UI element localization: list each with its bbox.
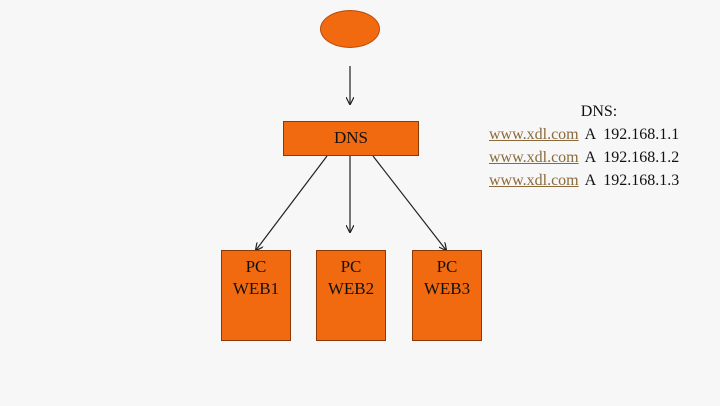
dns-server-box: DNS xyxy=(283,121,419,156)
arrow-dns-to-web1 xyxy=(256,155,328,250)
record-type: A xyxy=(584,172,597,189)
web-server-3-line1: PC xyxy=(436,257,458,276)
web-server-2-line2: WEB2 xyxy=(327,279,375,298)
arrow-dns-to-web3 xyxy=(372,155,446,250)
client-node xyxy=(320,10,380,48)
record-ip: 192.168.1.3 xyxy=(603,172,680,189)
record-type: A xyxy=(584,149,597,166)
record-domain-link[interactable]: www.xdl.com xyxy=(489,126,579,143)
dns-records-title: DNS: xyxy=(580,103,618,120)
web-server-1-line1: PC xyxy=(245,257,267,276)
record-type: A xyxy=(584,126,597,143)
record-ip: 192.168.1.2 xyxy=(603,149,680,166)
web-server-box-2: PC WEB2 xyxy=(316,250,386,341)
web-server-1-line2: WEB1 xyxy=(232,279,280,298)
dns-record-row: www.xdl.com A 192.168.1.3 xyxy=(489,169,720,192)
dns-record-row: www.xdl.com A 192.168.1.2 xyxy=(489,146,720,169)
record-domain-link[interactable]: www.xdl.com xyxy=(489,172,579,189)
dns-server-label: DNS xyxy=(333,128,368,147)
web-server-box-1: PC WEB1 xyxy=(221,250,291,341)
web-server-2-line1: PC xyxy=(340,257,362,276)
record-domain-link[interactable]: www.xdl.com xyxy=(489,149,579,166)
record-ip: 192.168.1.1 xyxy=(603,126,680,143)
dns-record-row: www.xdl.com A 192.168.1.1 xyxy=(489,123,720,146)
web-server-3-line2: WEB3 xyxy=(423,279,471,298)
web-server-box-3: PC WEB3 xyxy=(412,250,482,341)
